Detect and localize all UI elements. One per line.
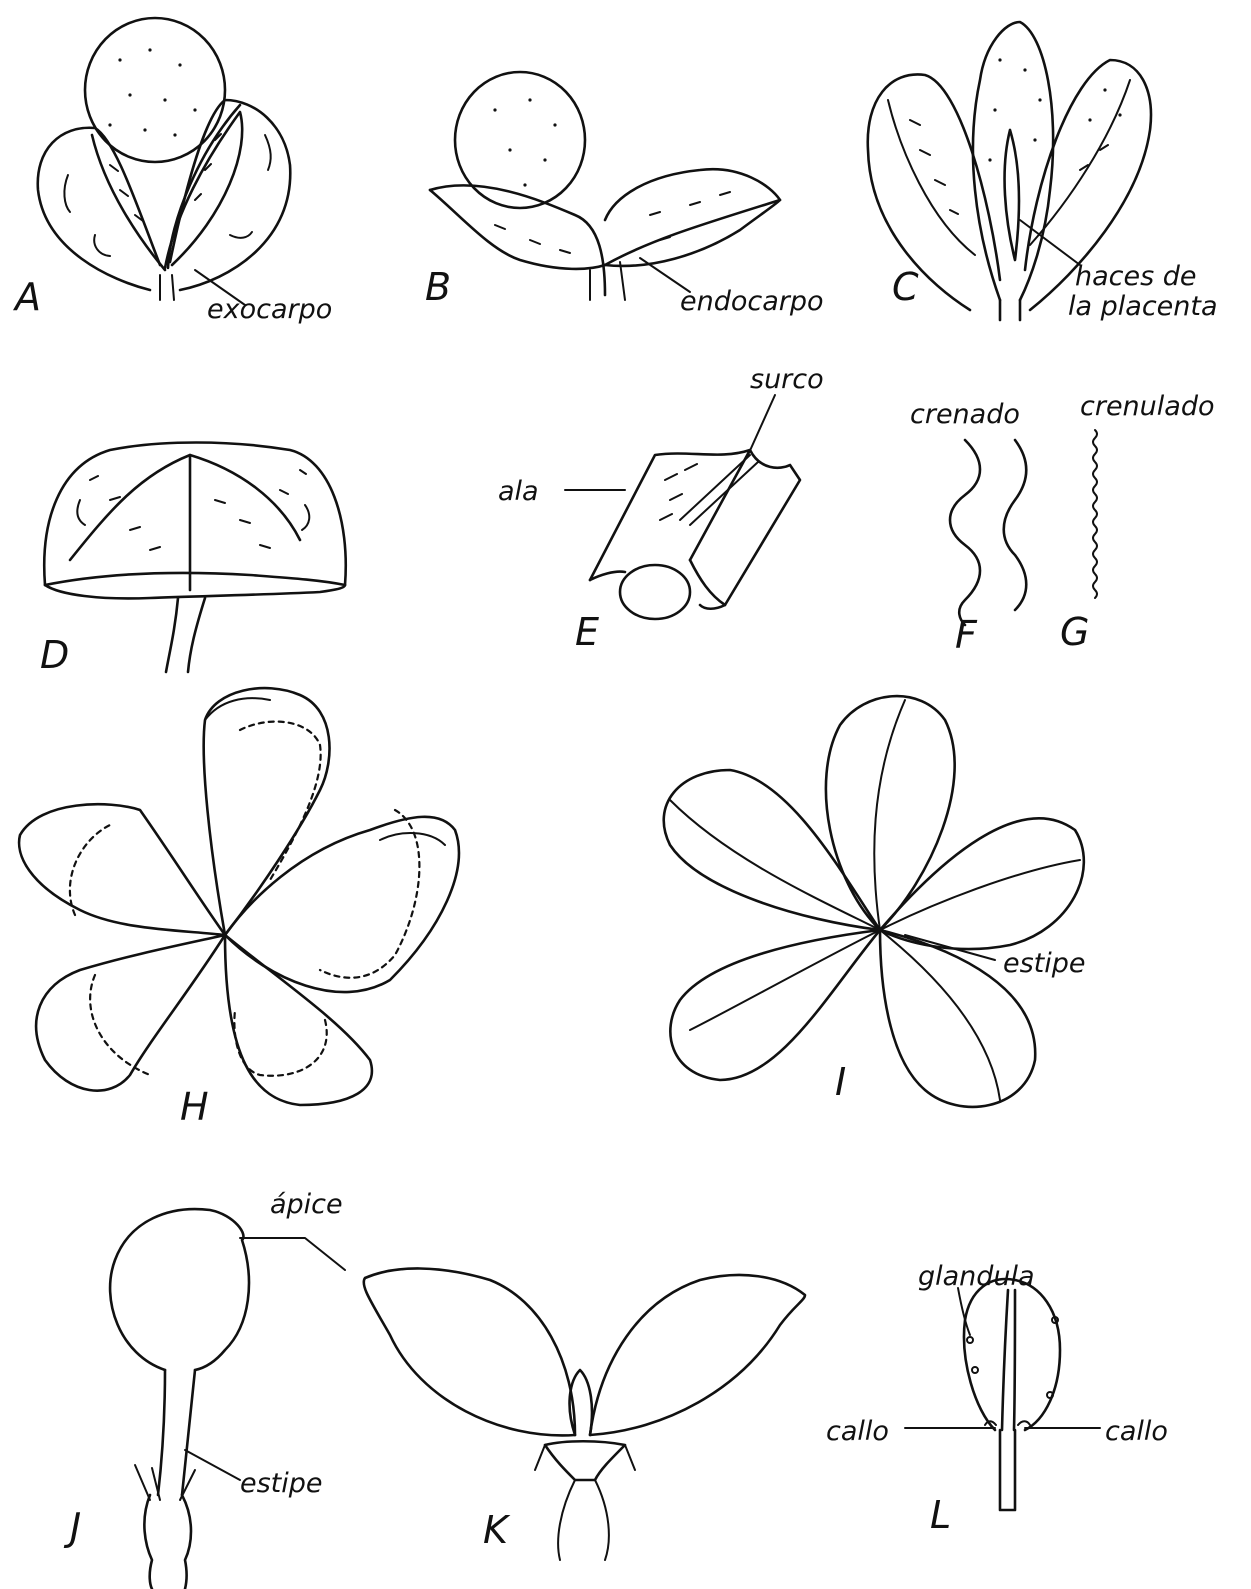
letter-l: L — [930, 1493, 951, 1537]
label-callo-right: callo — [1105, 1416, 1168, 1447]
label-endocarpo: endocarpo — [680, 286, 824, 317]
letter-i: I — [835, 1060, 846, 1104]
letter-a: A — [12, 275, 41, 319]
label-crenado: crenado — [910, 399, 1020, 430]
letter-d: D — [40, 633, 69, 677]
figure-k — [364, 1268, 805, 1560]
letter-h: H — [180, 1085, 209, 1129]
figure-a — [38, 18, 291, 305]
label-la-placenta: la placenta — [1068, 291, 1218, 322]
figure-l — [905, 1279, 1100, 1510]
letter-b: B — [425, 265, 451, 309]
letter-e: E — [575, 610, 599, 654]
label-glandula: glandula — [918, 1261, 1035, 1292]
label-apice: ápice — [270, 1189, 343, 1220]
figure-f — [950, 440, 1026, 625]
figure-e — [565, 395, 800, 619]
figure-b — [430, 72, 780, 300]
figure-j — [110, 1209, 345, 1589]
figure-i — [664, 696, 1084, 1107]
label-callo-left: callo — [826, 1416, 889, 1447]
label-surco: surco — [750, 364, 824, 395]
letter-c: C — [892, 265, 919, 309]
label-haces-de: haces de — [1075, 261, 1197, 292]
label-crenulado: crenulado — [1080, 391, 1215, 422]
label-estipe-i: estipe — [1003, 948, 1086, 979]
figure-h — [19, 688, 459, 1105]
label-ala: ala — [498, 476, 539, 507]
letter-j: J — [63, 1505, 81, 1549]
letter-g: G — [1060, 610, 1089, 654]
label-estipe-j: estipe — [240, 1468, 323, 1499]
figure-d — [44, 443, 346, 673]
figure-g — [1093, 430, 1097, 598]
letter-k: K — [483, 1508, 511, 1552]
label-exocarpo: exocarpo — [207, 294, 332, 325]
letter-f: F — [955, 613, 978, 657]
